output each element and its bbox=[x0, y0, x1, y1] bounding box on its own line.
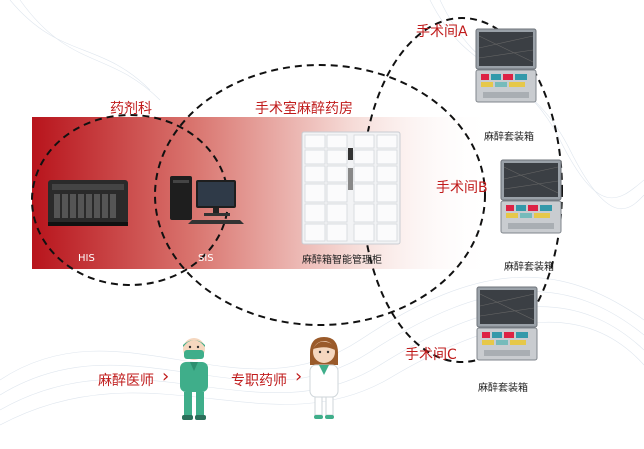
anesthesia-kit-icon bbox=[500, 159, 562, 234]
or-a-label: 手术间A bbox=[416, 24, 468, 40]
server-icon bbox=[48, 180, 128, 226]
or-b-kit-label: 麻醉套装箱 bbox=[504, 262, 554, 273]
sis-label: SIS bbox=[198, 253, 214, 264]
doctor-figure-icon bbox=[180, 338, 208, 420]
pharmacist-label: 专职药师 bbox=[231, 373, 287, 389]
pharmacist-figure-icon bbox=[309, 337, 339, 419]
or-c-label: 手术间C bbox=[405, 347, 457, 363]
computer-icon bbox=[170, 176, 244, 224]
zone-or-pharmacy-circle bbox=[154, 64, 486, 326]
smart-cabinet-icon bbox=[301, 131, 401, 245]
or-c-kit-label: 麻醉套装箱 bbox=[478, 383, 528, 394]
zone-label-pharmacy: 药剂科 bbox=[110, 101, 152, 117]
his-box bbox=[40, 170, 132, 226]
anesthesia-kit-icon bbox=[476, 286, 538, 361]
anesthesiologist-label: 麻醉医师 bbox=[98, 373, 154, 389]
decorative-waves bbox=[0, 0, 644, 426]
pharmacist-arrow-icon: › bbox=[295, 366, 303, 387]
zone-label-or-pharmacy: 手术室麻醉药房 bbox=[255, 101, 353, 117]
or-b-label: 手术间B bbox=[436, 180, 488, 196]
anesthesia-kit-icon bbox=[475, 28, 537, 103]
or-a-kit-label: 麻醉套装箱 bbox=[484, 132, 534, 143]
his-label: HIS bbox=[78, 253, 95, 264]
anesthesiologist-arrow-icon: › bbox=[162, 366, 170, 387]
cabinet-label: 麻醉箱智能管理柜 bbox=[302, 255, 382, 266]
